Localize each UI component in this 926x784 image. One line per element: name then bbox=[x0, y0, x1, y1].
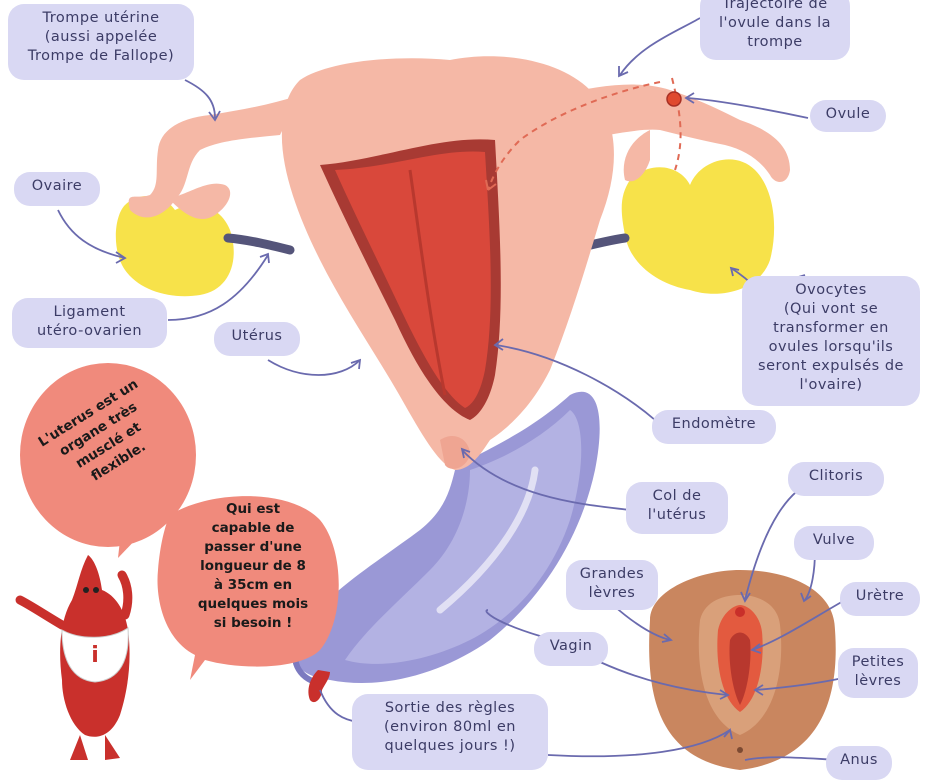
label-line: lèvres bbox=[576, 584, 648, 603]
label-line: Ovaire bbox=[24, 177, 90, 196]
label-trompe-uterine: Trompe utérine (aussi appelée Trompe de … bbox=[8, 4, 194, 80]
bubble-line: Qui est bbox=[168, 500, 338, 519]
vulva-illustration bbox=[649, 570, 836, 770]
label-line: (Qui vont se bbox=[752, 300, 910, 319]
label-line: seront expulsés de bbox=[752, 357, 910, 376]
bubble-capable-text: Qui est capable de passer d'une longueur… bbox=[168, 500, 338, 633]
mascot: i bbox=[20, 555, 130, 760]
label-uretre: Urètre bbox=[840, 582, 920, 616]
label-line: quelques jours !) bbox=[362, 737, 538, 756]
label-line: ovules lorsqu'ils bbox=[752, 338, 910, 357]
label-line: (aussi appelée bbox=[18, 28, 184, 47]
label-line: transformer en bbox=[752, 319, 910, 338]
label-line: l'ovaire) bbox=[752, 376, 910, 395]
label-clitoris: Clitoris bbox=[788, 462, 884, 496]
bubble-line: capable de bbox=[168, 519, 338, 538]
bubble-line: longueur de 8 bbox=[168, 557, 338, 576]
label-line: Ovocytes bbox=[752, 281, 910, 300]
label-petites-levres: Petites lèvres bbox=[838, 648, 918, 698]
mascot-shirt-letter: i bbox=[91, 643, 99, 668]
label-line: Ovule bbox=[820, 105, 876, 124]
label-line: Urètre bbox=[850, 587, 910, 606]
label-line: Vulve bbox=[804, 531, 864, 550]
label-line: Vagin bbox=[544, 637, 598, 656]
label-line: Col de bbox=[636, 487, 718, 506]
bubble-line: passer d'une bbox=[168, 538, 338, 557]
label-line: Trompe de Fallope) bbox=[18, 47, 184, 66]
label-ovule: Ovule bbox=[810, 100, 886, 132]
label-ligament: Ligament utéro-ovarien bbox=[12, 298, 167, 348]
label-line: Trompe utérine bbox=[18, 9, 184, 28]
label-trajectoire: Trajectoire de l'ovule dans la trompe bbox=[700, 0, 850, 60]
label-vagin: Vagin bbox=[534, 632, 608, 666]
label-line: Ligament bbox=[22, 303, 157, 322]
ovule-dot bbox=[667, 92, 681, 106]
label-line: l'ovule dans la bbox=[710, 14, 840, 33]
label-anus: Anus bbox=[826, 746, 892, 780]
label-line: Utérus bbox=[224, 327, 290, 346]
bubble-line: à 35cm en bbox=[168, 576, 338, 595]
label-vulve: Vulve bbox=[794, 526, 874, 560]
label-line: l'utérus bbox=[636, 506, 718, 525]
label-line: lèvres bbox=[848, 672, 908, 691]
label-line: Clitoris bbox=[798, 467, 874, 486]
label-line: Petites bbox=[848, 653, 908, 672]
label-ovocytes: Ovocytes (Qui vont se transformer en ovu… bbox=[742, 276, 920, 406]
label-line: Endomètre bbox=[662, 415, 766, 434]
label-line: Sortie des règles bbox=[362, 699, 538, 718]
label-col: Col de l'utérus bbox=[626, 482, 728, 534]
label-line: Trajectoire de bbox=[710, 0, 840, 14]
label-line: utéro-ovarien bbox=[22, 322, 157, 341]
label-grandes-levres: Grandes lèvres bbox=[566, 560, 658, 610]
bubble-line: si besoin ! bbox=[168, 614, 338, 633]
label-line: trompe bbox=[710, 33, 840, 52]
label-endometre: Endomètre bbox=[652, 410, 776, 444]
ovary-right bbox=[622, 159, 774, 293]
label-uterus: Utérus bbox=[214, 322, 300, 356]
bubble-line: quelques mois bbox=[168, 595, 338, 614]
label-sortie-regles: Sortie des règles (environ 80ml en quelq… bbox=[352, 694, 548, 770]
label-ovaire: Ovaire bbox=[14, 172, 100, 206]
label-line: (environ 80ml en bbox=[362, 718, 538, 737]
label-line: Grandes bbox=[576, 565, 648, 584]
label-line: Anus bbox=[836, 751, 882, 770]
